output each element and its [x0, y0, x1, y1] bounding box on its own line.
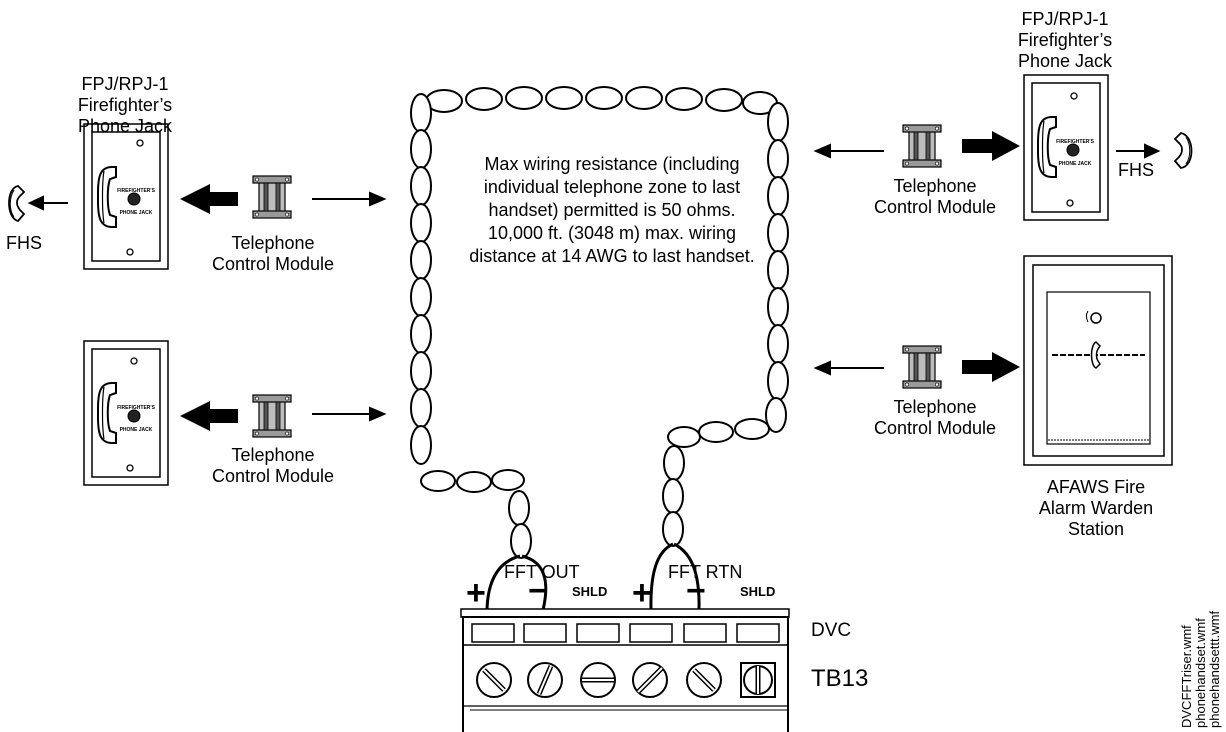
plus-sign-out: + [466, 574, 486, 612]
plate-text-left-top: FIREFIGHTER'S PHONE JACK [117, 188, 155, 216]
jack-label-right-top: FPJ/RPJ-1 Firefighter’s Phone Jack [1017, 9, 1113, 71]
wiring-note: Max wiring resistance (including individ… [469, 154, 755, 266]
plate-text-right-top: FIREFIGHTER'S PHONE JACK [1056, 139, 1094, 167]
fhs-label-left: FHS [6, 233, 42, 253]
plate-text-left-bottom: FIREFIGHTER'S PHONE JACK [117, 405, 155, 433]
plus-sign-rtn: + [632, 574, 652, 612]
fhs-handset-right [1173, 132, 1193, 169]
module-left-bottom [252, 394, 292, 438]
tb13-label: TB13 [811, 665, 869, 692]
phone-jack-left-bottom [83, 340, 169, 486]
fhs-label-right: FHS [1118, 160, 1154, 180]
phone-jack-right-top [1023, 74, 1109, 221]
file-names: DVCFFTriser.wmf phonehandset.wmf phoneha… [1179, 610, 1222, 728]
minus-sign-out: − [528, 572, 548, 610]
thin-arrows [27, 143, 1161, 422]
dvc-label: DVC [811, 620, 852, 641]
thick-arrows [180, 131, 1020, 431]
module-label-right-top: Telephone Control Module [873, 176, 997, 217]
fft-out-label: FFT OUT [504, 562, 580, 582]
terminal-block-tb13 [460, 608, 790, 732]
module-right-top [902, 124, 942, 168]
warden-station [1023, 255, 1173, 466]
terminal-wires [485, 542, 701, 611]
jack-label-left-top: FPJ/RPJ-1 Firefighter’s Phone Jack [77, 74, 173, 136]
module-label-left-bottom: Telephone Control Module [211, 445, 335, 486]
module-right-bottom [902, 345, 942, 389]
module-label-left-top: Telephone Control Module [211, 233, 335, 274]
shld-label-rtn: SHLD [740, 584, 776, 599]
fhs-handset-left [8, 185, 26, 223]
warden-station-label: AFAWS Fire Alarm Warden Station [1038, 477, 1154, 539]
shld-label-out: SHLD [572, 584, 608, 599]
phone-jack-left-top [83, 123, 169, 270]
module-label-right-bottom: Telephone Control Module [873, 397, 997, 438]
minus-sign-rtn: − [686, 572, 706, 610]
twisted-pair-cable [410, 86, 789, 559]
fft-rtn-label: FFT RTN [668, 562, 743, 582]
module-left-top [252, 175, 292, 219]
